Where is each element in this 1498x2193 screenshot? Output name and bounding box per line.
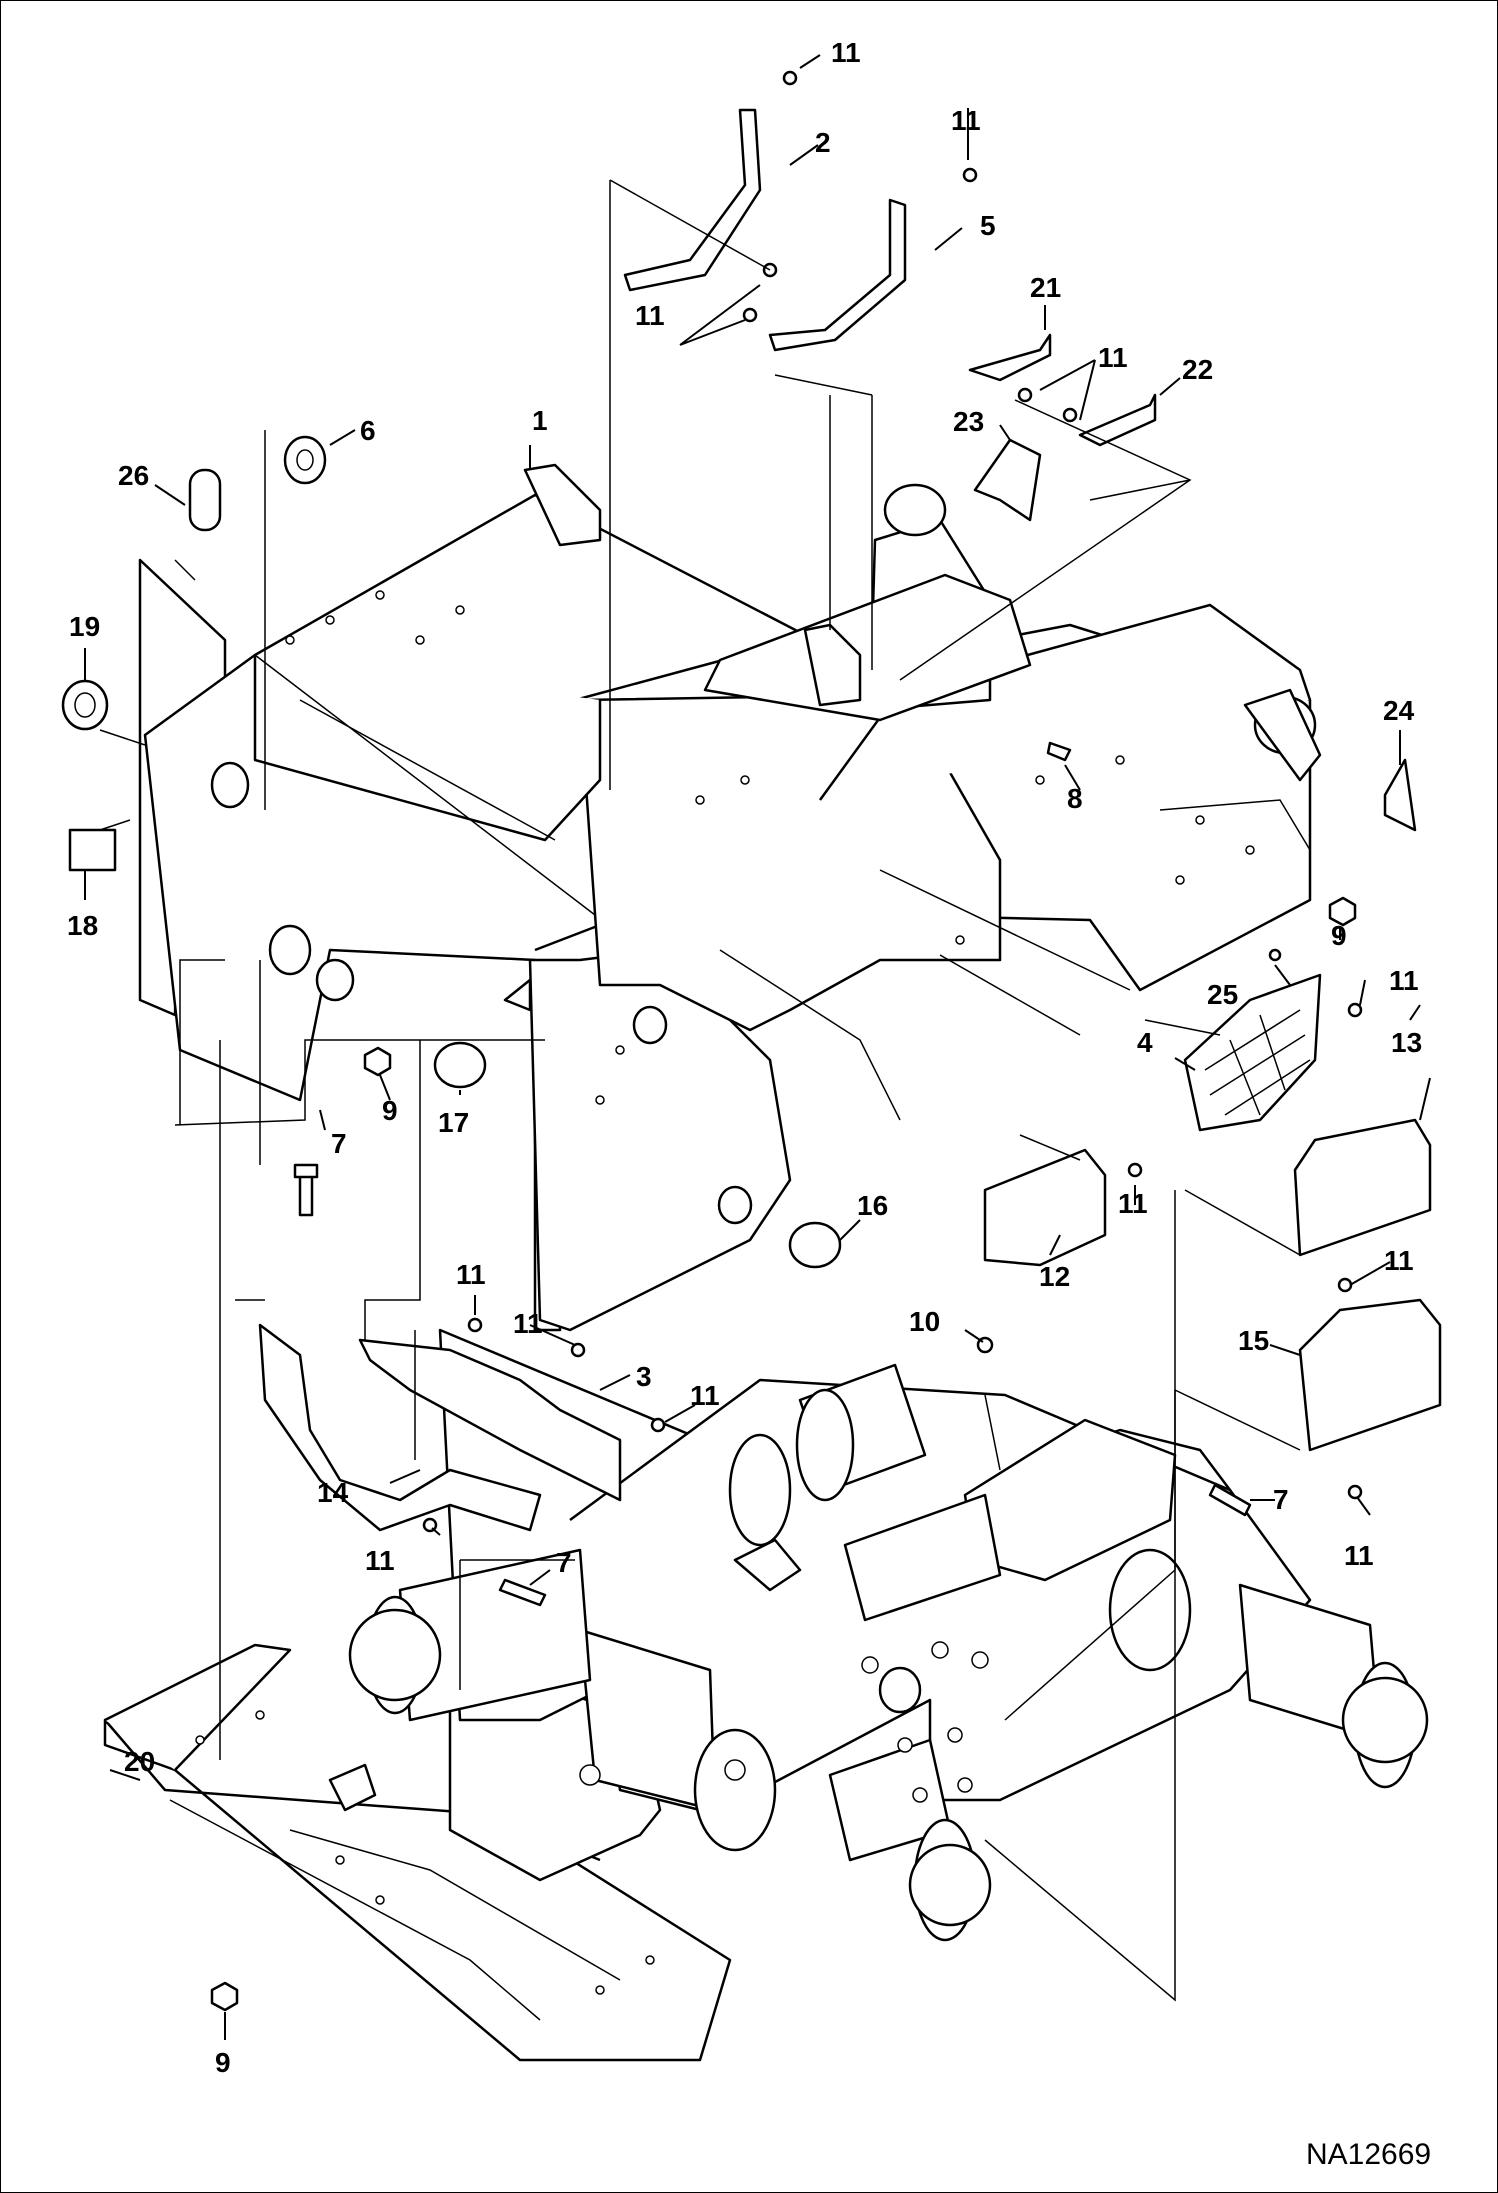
callout-18: 18 <box>67 910 98 941</box>
callout-25: 25 <box>1207 979 1238 1010</box>
callout-11-brackets: 11 <box>1098 342 1128 373</box>
callout-7-left: 7 <box>331 1128 347 1159</box>
callout-1: 1 <box>532 405 548 436</box>
callout-6: 6 <box>360 415 376 446</box>
callout-11-bracket-3-right: 11 <box>690 1380 720 1411</box>
callout-17: 17 <box>438 1107 469 1138</box>
lower-chassis <box>103 1328 1429 2062</box>
callout-19: 19 <box>69 611 100 642</box>
callout-11-bracket-3-top: 11 <box>513 1308 543 1339</box>
callout-5: 5 <box>980 210 996 241</box>
callout-11-plate-15: 11 <box>1344 1540 1374 1571</box>
callout-23: 23 <box>953 406 984 437</box>
callout-15: 15 <box>1238 1325 1269 1356</box>
callout-26: 26 <box>118 460 149 491</box>
callout-4: 4 <box>1137 1027 1153 1058</box>
callout-7-right: 7 <box>1273 1484 1289 1515</box>
callout-13: 13 <box>1391 1027 1422 1058</box>
callout-11-grille: 11 <box>1389 965 1419 996</box>
callout-11-plate-12: 11 <box>1118 1188 1148 1219</box>
callout-11-bracket-14-bottom: 11 <box>365 1545 395 1576</box>
leader-lines <box>84 54 1431 2040</box>
callout-11-upper-left: 11 <box>635 300 665 331</box>
callout-11-top: 11 <box>831 37 861 68</box>
callout-labels: 1 2 3 4 5 6 7 7 7 8 9 9 9 10 11 11 11 11… <box>67 37 1422 2078</box>
loose-parts <box>61 70 1442 2012</box>
callout-16: 16 <box>857 1190 888 1221</box>
callout-2: 2 <box>815 127 831 158</box>
callout-9-bottom: 9 <box>215 2047 231 2078</box>
callout-7-center: 7 <box>556 1547 572 1578</box>
callout-9-right: 9 <box>1331 920 1347 951</box>
callout-21: 21 <box>1030 272 1061 303</box>
callout-20: 20 <box>124 1746 155 1777</box>
callout-9-left: 9 <box>382 1095 398 1126</box>
callout-11-bracket-14-top: 11 <box>456 1259 486 1290</box>
callout-8: 8 <box>1067 783 1083 814</box>
callout-11-upper-right: 11 <box>951 105 981 136</box>
callout-14: 14 <box>317 1477 349 1508</box>
drawing-id: NA12669 <box>1306 2138 1431 2171</box>
main-frame <box>138 463 1322 1332</box>
callout-24: 24 <box>1383 695 1415 726</box>
callout-11-plate-13: 11 <box>1384 1245 1414 1276</box>
callout-22: 22 <box>1182 354 1213 385</box>
callout-3: 3 <box>636 1361 652 1392</box>
callout-12: 12 <box>1039 1261 1070 1292</box>
callout-10: 10 <box>909 1306 940 1337</box>
